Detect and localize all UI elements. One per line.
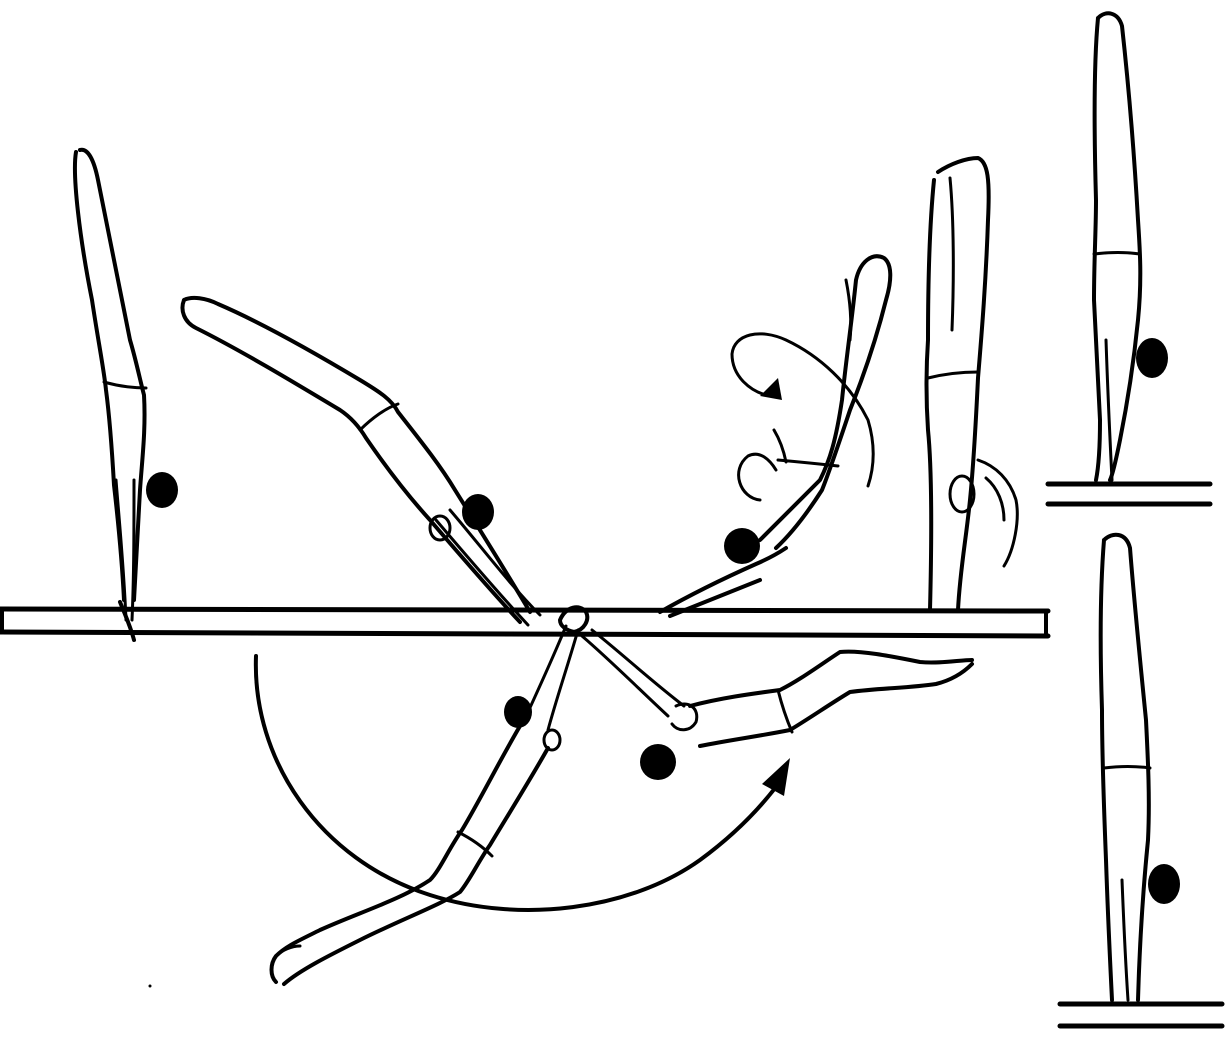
inset-handstand-bottom (1060, 535, 1222, 1026)
downswing-arc-arrow (256, 656, 790, 910)
figure-handstand-start (75, 150, 178, 640)
figure-swing-under (582, 630, 972, 780)
figure-pirouette-handstand (927, 158, 1018, 610)
figure-hang-below (272, 626, 579, 984)
figure-rising-turn (660, 256, 890, 616)
inset-handstand-top (1048, 13, 1210, 504)
stray-dot (149, 985, 152, 988)
figure-descending-layout (183, 298, 541, 625)
